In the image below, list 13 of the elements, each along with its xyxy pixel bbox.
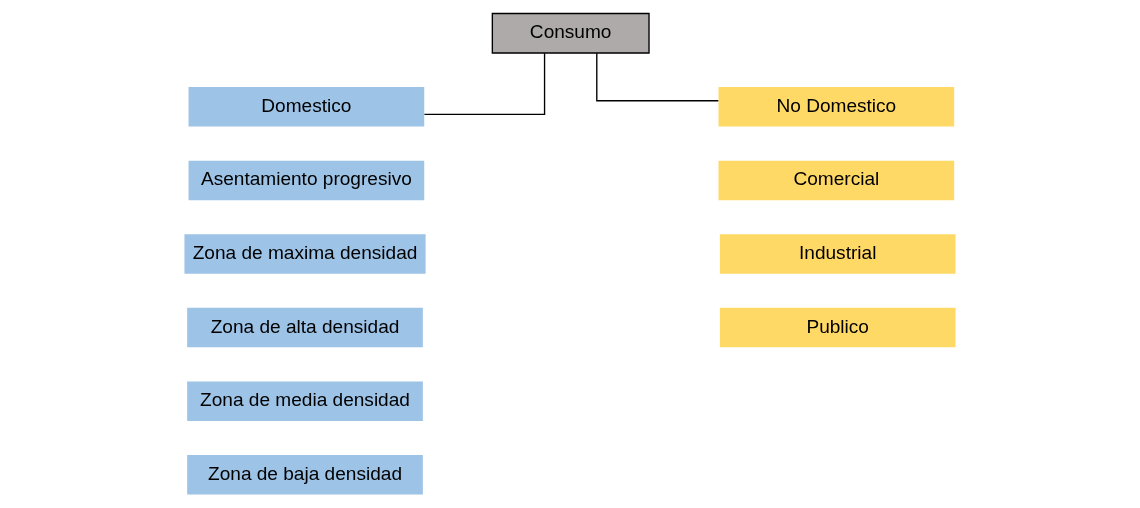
connector: [596, 52, 719, 102]
node-box: Domestico: [188, 87, 425, 127]
node-box: Asentamiento progresivo: [188, 160, 425, 201]
node-box: Zona de alta densidad: [187, 307, 423, 348]
connector: [423, 52, 546, 116]
node-box: No Domestico: [718, 87, 955, 127]
node-box: Zona de maxima densidad: [184, 234, 426, 274]
node-box: Publico: [719, 307, 956, 348]
node-box: Industrial: [719, 234, 956, 274]
node-box: Zona de media densidad: [187, 381, 423, 421]
node-box: Zona de baja densidad: [187, 454, 423, 495]
node-box: Comercial: [718, 160, 955, 201]
node-box: Consumo: [491, 12, 650, 54]
